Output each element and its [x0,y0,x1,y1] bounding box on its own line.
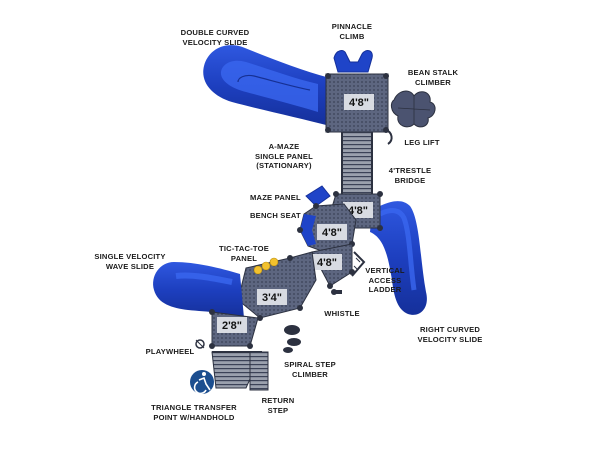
label-playwheel: PLAYWHEEL [145,347,195,356]
maze-panel [305,185,331,207]
top-deck: 4'8" [325,73,389,133]
middle-deck: 4'8" [297,203,357,255]
label-a-maze-single-panel: A-MAZE SINGLE PANEL (STATIONARY) [255,142,313,170]
label-right-curved-velocity-slide: RIGHT CURVED VELOCITY SLIDE [417,325,483,344]
label-single-velocity-wave-slide: SINGLE VELOCITY WAVE SLIDE [94,252,166,271]
playwheel [195,339,205,349]
bean-stalk-climber [390,90,436,128]
single-velocity-wave-slide [153,262,244,318]
label-pinnacle-climb: PINNACLE CLIMB [331,22,373,41]
trestle-bridge [341,131,373,195]
label-whistle: WHISTLE [324,309,360,318]
leg-lift [385,129,393,145]
tic-tac-toe-panel [253,257,279,275]
label-maze-panel: MAZE PANEL [250,193,301,202]
lower-right-deck-height: 4'8" [317,257,337,269]
wheelchair-accessibility-icon [190,370,214,395]
return-step [249,351,269,391]
two-eight-deck: 2'8" [209,309,259,349]
two-eight-deck-height: 2'8" [222,320,242,332]
label-return-step: RETURN STEP [261,396,295,415]
label-bench-seat: BENCH SEAT [250,211,301,220]
upper-right-deck-height: 4'8" [348,205,368,217]
label-tic-tac-toe-panel: TIC-TAC-TOE PANEL [218,244,269,263]
label-trestle-bridge: 4'TRESTLE BRIDGE [388,166,432,185]
vertical-access-ladder [351,251,366,277]
label-spiral-step-climber: SPIRAL STEP CLIMBER [284,360,336,379]
pinnacle-climb [333,50,373,73]
lower-right-deck: 4'8" [311,243,355,289]
middle-deck-height: 4'8" [322,227,342,239]
three-four-deck-height: 3'4" [262,292,282,304]
label-vertical-access-ladder: VERTICAL ACCESS LADDER [365,266,405,294]
whistle [331,289,342,295]
label-leg-lift: LEG LIFT [404,138,440,147]
spiral-step-climber [283,325,301,353]
right-curved-velocity-slide [370,201,427,315]
label-triangle-transfer-point: TRIANGLE TRANSFER POINT W/HANDHOLD [151,403,237,422]
label-bean-stalk-climber: BEAN STALK CLIMBER [407,68,459,87]
top-deck-height: 4'8" [349,97,369,109]
label-double-curved-velocity-slide: DOUBLE CURVED VELOCITY SLIDE [180,28,250,47]
double-curved-velocity-slide [203,45,330,126]
upper-right-deck: 4'8" [329,191,383,231]
